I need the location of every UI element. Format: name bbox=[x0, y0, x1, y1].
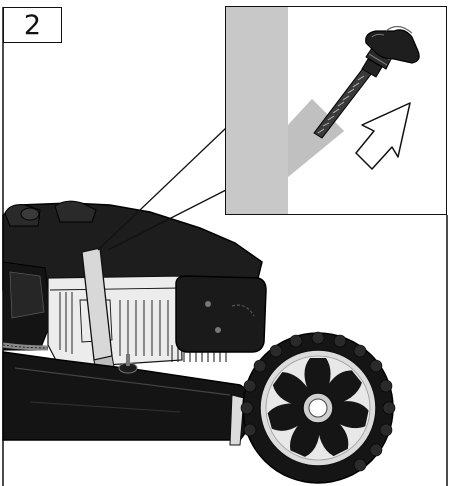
step-number-box: 2 bbox=[3, 7, 62, 43]
rear-wheel bbox=[240, 331, 396, 484]
filler-tube bbox=[226, 7, 344, 214]
callout-illustration bbox=[226, 7, 420, 214]
lawn-mower-icon bbox=[2, 200, 267, 446]
dipstick-oil-cap-icon bbox=[313, 25, 420, 139]
callout-zoom-box bbox=[225, 6, 447, 215]
callout-leader bbox=[97, 127, 227, 251]
step-number: 2 bbox=[23, 9, 42, 41]
outline-arrow-icon bbox=[355, 102, 411, 170]
